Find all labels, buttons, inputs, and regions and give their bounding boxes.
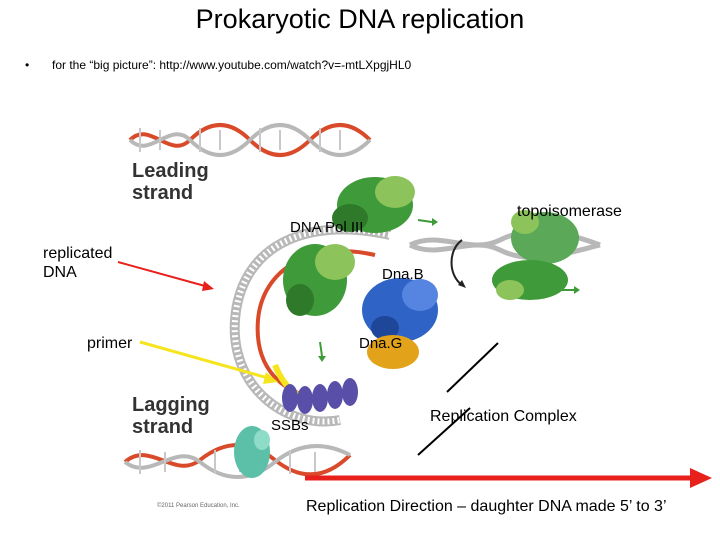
dnab-label: Dna.B bbox=[382, 266, 424, 283]
dna-pol-iii-upper bbox=[332, 176, 415, 233]
primer-arrow bbox=[139, 340, 278, 384]
replicated-dna-label: replicated DNA bbox=[43, 245, 113, 281]
dna-pol-iii-lower bbox=[283, 244, 355, 316]
lagging-strand-label: Lagging strand bbox=[132, 394, 210, 438]
ssbs-label: SSBs bbox=[271, 417, 309, 434]
dna-pol-iii-label: DNA Pol III bbox=[290, 219, 364, 236]
replication-complex-bracket bbox=[417, 342, 499, 456]
dnab-helicase bbox=[362, 278, 438, 342]
replication-direction-arrow[interactable] bbox=[305, 468, 712, 488]
topoisomerase-label: topoisomerase bbox=[517, 203, 622, 220]
rotation-arrow bbox=[450, 239, 466, 288]
primer-label: primer bbox=[87, 335, 133, 352]
slide-title: Prokaryotic DNA replication bbox=[195, 4, 525, 34]
sliding-clamp bbox=[234, 426, 270, 478]
movement-arrows bbox=[318, 218, 580, 362]
bullet-marker: • bbox=[25, 58, 30, 72]
figure-credit: ©2011 Pearson Education, Inc. bbox=[157, 503, 240, 509]
ssb-proteins bbox=[282, 378, 358, 414]
replication-direction-label: Replication Direction – daughter DNA mad… bbox=[306, 498, 667, 515]
bullet-text: for the “big picture”: http://www.youtub… bbox=[52, 58, 412, 72]
top-dna-helix bbox=[128, 123, 372, 157]
dnag-primase bbox=[367, 335, 419, 369]
dnag-label: Dna.G bbox=[359, 335, 403, 352]
topoisomerase-protein bbox=[492, 210, 579, 300]
replicated-dna-arrow bbox=[117, 261, 214, 291]
leading-strand-label: Leading strand bbox=[132, 160, 209, 204]
replication-complex-label: Replication Complex bbox=[430, 408, 577, 425]
